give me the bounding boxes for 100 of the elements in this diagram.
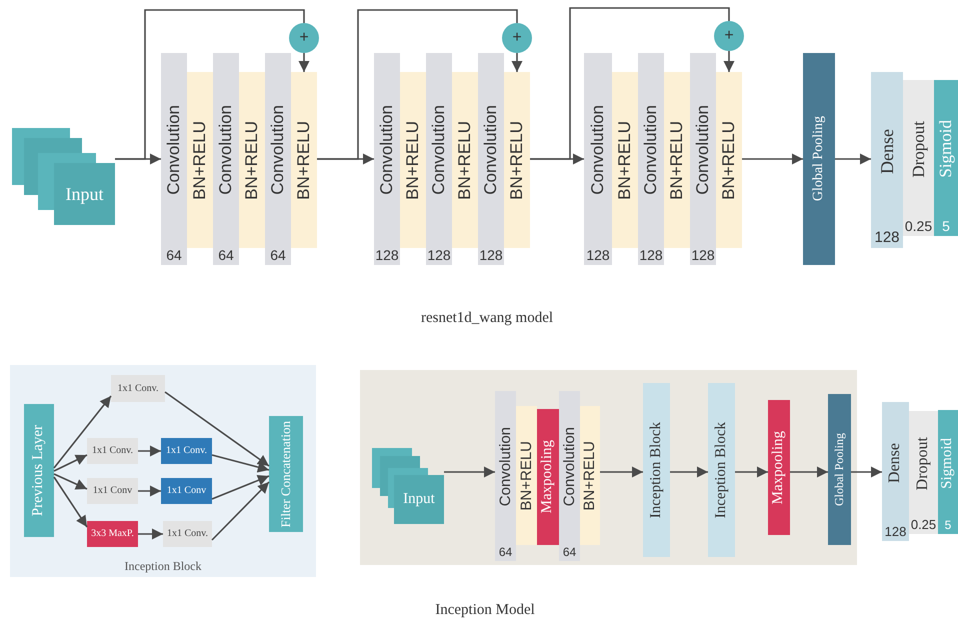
- conv-layer-block: 1x1 Conv: [161, 478, 212, 504]
- layer-label: Dropout: [910, 120, 928, 178]
- diagram-caption: resnet1d_wang model: [420, 310, 554, 327]
- convolution-layer-bar: [638, 53, 664, 265]
- arrow: [835, 153, 871, 165]
- arrow: [600, 466, 643, 478]
- arrow: [790, 466, 828, 478]
- layer-label: Convolution: [269, 105, 287, 195]
- layer-label: Sigmoid: [940, 438, 956, 488]
- bn-relu-layer-bar: [452, 72, 478, 248]
- bn-relu-layer-bar: [291, 72, 317, 248]
- layer-label: Convolution: [378, 105, 396, 195]
- layer-label: Maxpooling: [771, 430, 787, 504]
- arrow: [211, 481, 270, 541]
- arrow: [742, 153, 803, 165]
- layer-label: Filter Concatenation: [279, 420, 293, 528]
- layer-size-label: 0.25: [910, 517, 938, 532]
- sigmoid-layer-bar: [938, 410, 958, 534]
- arrow: [212, 454, 270, 473]
- arrow: [723, 51, 735, 72]
- layer-size-label: 128: [690, 247, 716, 263]
- conv-layer-block: 1x1 Conv: [87, 478, 138, 504]
- layer-label: Convolution: [482, 105, 500, 195]
- convolution-layer-bar: [374, 53, 400, 265]
- arrow: [670, 466, 708, 478]
- arrow: [735, 466, 768, 478]
- layer-size-label: 128: [884, 524, 908, 539]
- layer-label: BN+RELU: [508, 120, 526, 200]
- layer-label: BN+RELU: [668, 120, 686, 200]
- convolution-layer-bar: [495, 391, 516, 561]
- layer-label: Dense: [887, 442, 904, 482]
- arrow: [54, 454, 88, 472]
- arrow: [298, 53, 310, 72]
- maxpooling-layer-bar: [537, 409, 559, 545]
- skip-connection-line: [530, 7, 730, 160]
- inception-block-panel: [10, 365, 316, 577]
- layer-size-label: 128: [426, 247, 452, 263]
- conv-layer-block: 1x1 Conv.: [111, 375, 165, 402]
- model-panel: [360, 370, 857, 565]
- layer-label: Global Pooling: [812, 116, 826, 202]
- layer-label: Previous Layer: [31, 424, 47, 516]
- pooling-layer-bar: [828, 394, 851, 545]
- layer-size-label: 5: [941, 218, 951, 234]
- add-operation-circle: +: [289, 23, 319, 53]
- layer-label: BN+RELU: [404, 120, 422, 200]
- block-caption: Inception Block: [124, 559, 202, 574]
- skip-connection-line: [317, 9, 518, 160]
- bn-relu-layer-bar: [612, 72, 638, 248]
- arrow: [138, 528, 163, 540]
- convolution-layer-bar: [478, 53, 504, 265]
- arrow: [851, 466, 882, 478]
- layer-label: BN+RELU: [582, 440, 598, 510]
- input-label: Input: [402, 490, 436, 509]
- maxpool-layer-block: 3x3 MaxP.: [87, 521, 138, 547]
- layer-label: BN+RELU: [191, 120, 209, 200]
- pooling-layer-bar: [803, 53, 835, 265]
- convolution-layer-bar: [690, 53, 716, 265]
- layer-label: Convolution: [589, 105, 607, 195]
- layer-size-label: 5: [944, 518, 952, 532]
- layer-label: Convolution: [562, 427, 578, 507]
- layer-label: Convolution: [694, 105, 712, 195]
- arrow: [54, 473, 88, 490]
- arrow: [212, 475, 270, 500]
- convolution-layer-bar: [584, 53, 612, 265]
- diagram-caption: Inception Model: [435, 602, 535, 619]
- arrow: [444, 466, 495, 478]
- convolution-layer-bar: [213, 53, 239, 265]
- arrow: [511, 53, 523, 72]
- conv-layer-block: 1x1 Conv.: [161, 438, 212, 464]
- layer-label: Inception Block: [714, 422, 730, 518]
- layer-size-label: 128: [873, 229, 901, 246]
- layer-size-label: 64: [498, 545, 514, 559]
- layer-label: Convolution: [165, 105, 183, 195]
- layer-size-label: 128: [374, 247, 400, 263]
- layer-size-label: 128: [585, 247, 611, 263]
- layer-label: Convolution: [642, 105, 660, 195]
- layer-label: Convolution: [430, 105, 448, 195]
- convolution-layer-bar: [559, 391, 580, 561]
- arrow: [138, 485, 161, 497]
- layer-label: Global Pooling: [833, 432, 846, 506]
- bn-relu-layer-bar: [187, 72, 213, 248]
- conv-layer-block: 1x1 Conv.: [163, 521, 212, 547]
- layer-label: BN+RELU: [720, 120, 738, 200]
- layer-label: BN+RELU: [295, 120, 313, 200]
- add-operation-circle: +: [502, 23, 532, 53]
- layer-bar: [269, 416, 303, 532]
- arrow: [53, 396, 112, 468]
- convolution-layer-bar: [161, 53, 187, 265]
- bn-relu-layer-bar: [239, 72, 265, 248]
- convolution-layer-bar: [426, 53, 452, 265]
- inception-block-bar: [643, 383, 670, 557]
- bn-relu-layer-bar: [664, 72, 690, 248]
- dropout-layer-bar: [903, 80, 934, 236]
- layer-label: BN+RELU: [616, 120, 634, 200]
- layer-label: Dense: [878, 128, 896, 174]
- layer-size-label: 64: [269, 247, 287, 263]
- layer-label: BN+RELU: [456, 120, 474, 200]
- arrow: [138, 445, 161, 457]
- arrow: [53, 476, 88, 528]
- skip-connection-line: [115, 9, 305, 160]
